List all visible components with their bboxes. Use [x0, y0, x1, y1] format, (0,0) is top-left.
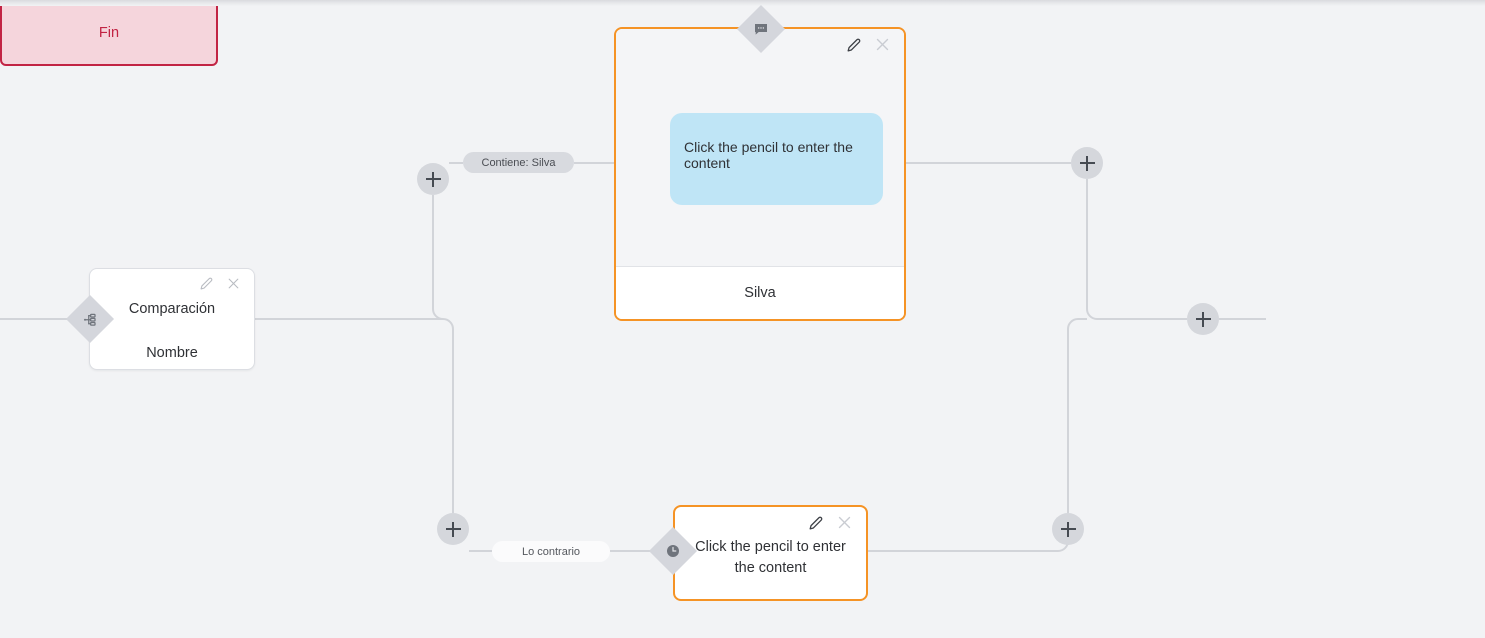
message-node-body: Click the pencil to enter the content — [616, 29, 904, 269]
edge-merge-top — [1086, 179, 1187, 320]
comparison-node-title: Comparación — [128, 301, 216, 317]
wait-node-text: Click the pencil to enter the content — [695, 539, 846, 576]
message-bubble[interactable]: Click the pencil to enter the content — [670, 113, 883, 205]
hierarchy-icon — [83, 312, 98, 327]
end-node[interactable]: Fin — [0, 0, 218, 66]
message-node-footer: Silva — [616, 266, 904, 319]
edge-wait-out — [868, 540, 1069, 552]
close-icon[interactable] — [875, 37, 890, 52]
wait-node-tools — [809, 515, 852, 530]
add-node-bottom-right-button[interactable] — [1052, 513, 1084, 545]
add-node-bottom-left-button[interactable] — [437, 513, 469, 545]
add-node-before-end-button[interactable] — [1187, 303, 1219, 335]
clock-icon — [665, 543, 681, 559]
comparison-node-tools — [200, 277, 240, 290]
clock-icon-badge[interactable] — [648, 526, 698, 576]
add-node-top-right-button[interactable] — [1071, 147, 1103, 179]
message-node[interactable]: Click the pencil to enter the content Si… — [614, 27, 906, 321]
window-top-edge — [0, 0, 1485, 6]
edge-label-contains[interactable]: Contiene: Silva — [463, 152, 574, 173]
comparison-node[interactable]: Comparación Nombre — [89, 268, 255, 370]
chat-bubble-icon-badge[interactable] — [736, 4, 786, 54]
edge-branch-up — [432, 195, 444, 320]
comparison-node-subtitle: Nombre — [146, 345, 198, 361]
pencil-icon[interactable] — [847, 38, 861, 52]
edge-merge-bottom — [1067, 318, 1087, 513]
edge-branch-down-2 — [433, 318, 454, 513]
message-node-tools — [847, 37, 890, 52]
wait-node[interactable]: Click the pencil to enter the content — [673, 505, 868, 601]
pencil-icon[interactable] — [809, 516, 823, 530]
hierarchy-icon-badge[interactable] — [65, 294, 115, 344]
close-icon[interactable] — [227, 277, 240, 290]
edge-label-otherwise[interactable]: Lo contrario — [492, 541, 610, 562]
chat-bubble-icon — [753, 21, 769, 37]
pencil-icon[interactable] — [200, 277, 213, 290]
add-node-top-left-button[interactable] — [417, 163, 449, 195]
close-icon[interactable] — [837, 515, 852, 530]
